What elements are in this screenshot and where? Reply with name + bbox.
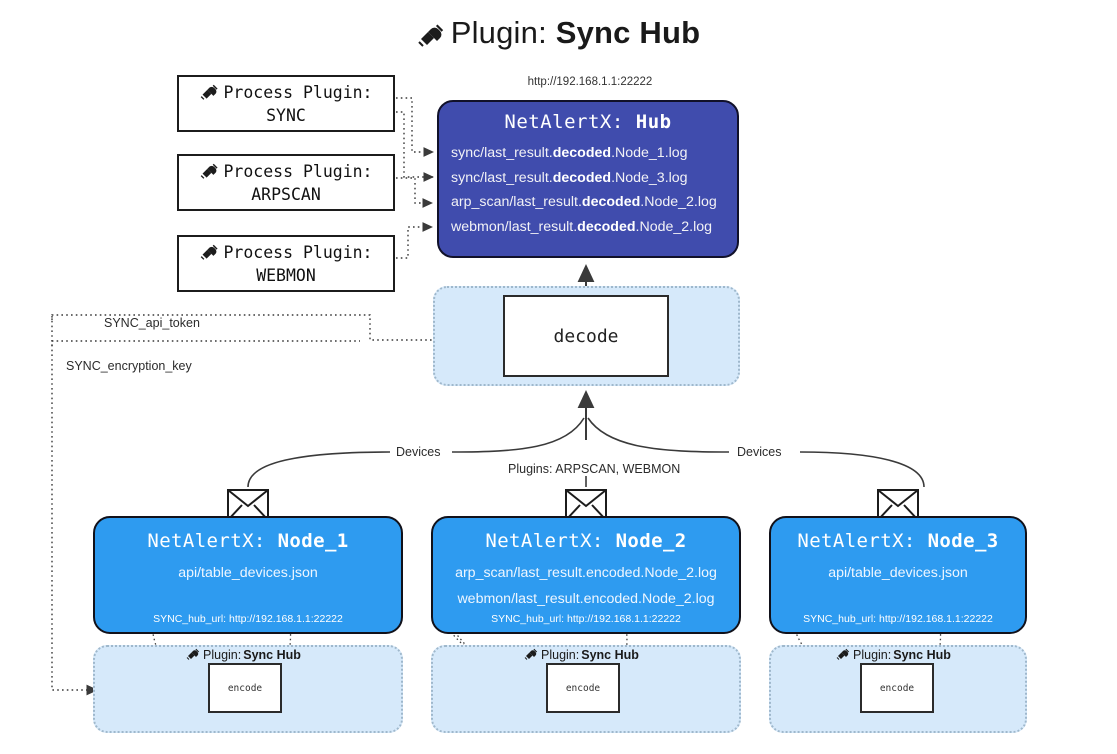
envelope-icon — [877, 489, 919, 526]
encode-box-node-2[interactable]: encode — [546, 663, 620, 713]
process-plugin-name: WEBMON — [256, 265, 316, 285]
plug-icon — [524, 646, 539, 663]
title-prefix: Plugin: — [450, 15, 556, 50]
page-title: Plugin: Sync Hub — [0, 14, 1117, 55]
node-title: NetAlertX: Node_2 — [485, 530, 687, 552]
plug-icon — [836, 646, 851, 663]
process-plugin-webmon[interactable]: Process Plugin: WEBMON — [177, 235, 395, 292]
node-title: NetAlertX: Node_1 — [147, 530, 349, 552]
hub-title-name: Hub — [635, 111, 672, 133]
hub-node[interactable]: NetAlertX: Hub sync/last_result.decoded.… — [437, 100, 739, 258]
edge-label-encryption-key: SYNC_encryption_key — [66, 359, 192, 373]
encode-box-node-3[interactable]: encode — [860, 663, 934, 713]
node-line: api/table_devices.json — [178, 565, 318, 581]
plug-icon — [417, 18, 447, 55]
hub-log-line: sync/last_result.decoded.Node_3.log — [451, 169, 688, 186]
node-lines: api/table_devices.json — [771, 560, 1025, 586]
edge-label-devices-right: Devices — [737, 445, 782, 459]
node-line: api/table_devices.json — [828, 565, 968, 581]
process-plugin-arpscan[interactable]: Process Plugin: ARPSCAN — [177, 154, 395, 211]
node-box-node-3[interactable]: NetAlertX: Node_3 api/table_devices.json… — [769, 516, 1027, 634]
node-title: NetAlertX: Node_3 — [797, 530, 999, 552]
edge-label-plugins-mid: Plugins: ARPSCAN, WEBMON — [508, 462, 681, 476]
encode-plugin-label-node-2: Plugin: Sync Hub — [524, 646, 639, 663]
node-line: arp_scan/last_result.encoded.Node_2.log — [455, 565, 717, 581]
node-footer: SYNC_hub_url: http://192.168.1.1:22222 — [803, 613, 993, 625]
process-plugin-sync[interactable]: Process Plugin: SYNC — [177, 75, 395, 132]
process-plugin-name: SYNC — [266, 105, 306, 125]
node-box-node-2[interactable]: NetAlertX: Node_2 arp_scan/last_result.e… — [431, 516, 741, 634]
plug-icon — [199, 160, 221, 185]
hub-log-line: webmon/last_result.decoded.Node_2.log — [451, 218, 713, 235]
node-lines: arp_scan/last_result.encoded.Node_2.log … — [433, 560, 739, 612]
decode-box[interactable]: decode — [503, 295, 669, 377]
plug-icon — [186, 646, 201, 663]
plug-icon — [199, 81, 221, 106]
encode-box-node-1[interactable]: encode — [208, 663, 282, 713]
process-plugin-label: Process Plugin: — [223, 161, 373, 181]
hub-title: NetAlertX: Hub — [439, 111, 737, 133]
title-name: Sync Hub — [555, 15, 701, 50]
hub-url: http://192.168.1.1:22222 — [527, 76, 653, 88]
encode-plugin-label-node-1: Plugin: Sync Hub — [186, 646, 301, 663]
process-plugin-name: ARPSCAN — [251, 184, 321, 204]
encode-plugin-label-node-3: Plugin: Sync Hub — [836, 646, 951, 663]
node-line: webmon/last_result.encoded.Node_2.log — [457, 591, 715, 607]
node-box-node-1[interactable]: NetAlertX: Node_1 api/table_devices.json… — [93, 516, 403, 634]
node-lines: api/table_devices.json — [95, 560, 401, 586]
envelope-icon — [565, 489, 607, 526]
plug-icon — [199, 241, 221, 266]
hub-log-line: sync/last_result.decoded.Node_1.log — [451, 145, 688, 161]
node-footer: SYNC_hub_url: http://192.168.1.1:22222 — [491, 613, 681, 625]
hub-title-prefix: NetAlertX: — [504, 111, 636, 133]
process-plugin-label: Process Plugin: — [223, 82, 373, 102]
node-footer: SYNC_hub_url: http://192.168.1.1:22222 — [153, 613, 343, 625]
edge-label-api-token: SYNC_api_token — [104, 316, 200, 330]
edge-label-devices-left: Devices — [396, 445, 441, 459]
process-plugin-label: Process Plugin: — [223, 242, 373, 262]
hub-log-line: arp_scan/last_result.decoded.Node_2.log — [451, 194, 717, 211]
